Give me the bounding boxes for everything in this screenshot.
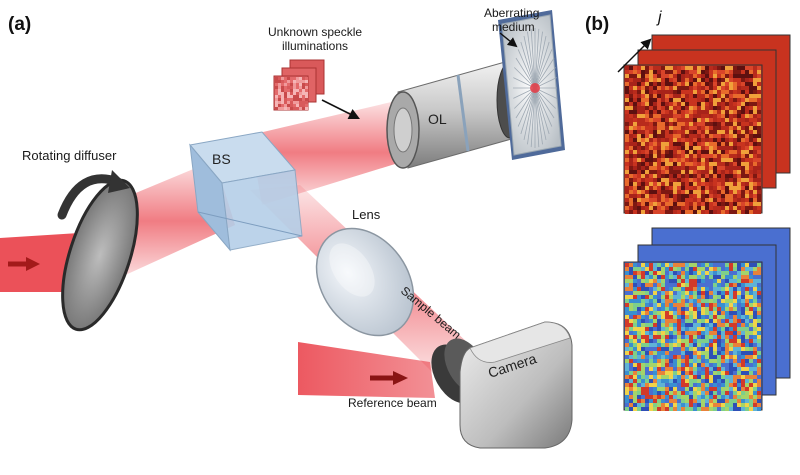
label-aberrating-2: medium bbox=[492, 20, 535, 34]
panel-b-color-stack bbox=[623, 227, 791, 411]
label-bs: BS bbox=[212, 151, 231, 167]
index-arrow bbox=[617, 38, 652, 73]
label-ol: OL bbox=[428, 111, 447, 127]
label-reference-beam: Reference beam bbox=[348, 396, 437, 410]
beam-splitter-cube bbox=[189, 131, 303, 252]
speckle-illuminations-stack bbox=[273, 59, 325, 111]
label-index-j: j bbox=[656, 9, 662, 26]
panel-label-b: (b) bbox=[585, 14, 609, 35]
reference-arrow-icon bbox=[393, 371, 408, 385]
camera bbox=[431, 321, 573, 449]
rotating-diffuser bbox=[57, 170, 139, 332]
speckle-pointer-arrow bbox=[321, 99, 361, 120]
aberrating-medium bbox=[498, 10, 565, 160]
panel-b-red-stack bbox=[623, 34, 791, 214]
label-unknown-speckle-2: illuminations bbox=[282, 39, 348, 53]
label-aberrating-1: Aberrating bbox=[484, 6, 539, 20]
input-arrow-icon bbox=[26, 257, 40, 271]
label-lens: Lens bbox=[352, 207, 381, 222]
label-unknown-speckle-1: Unknown speckle bbox=[268, 25, 362, 39]
lens bbox=[315, 227, 415, 337]
medium-pointer-arrow bbox=[499, 32, 518, 48]
reference-beam bbox=[298, 342, 435, 398]
panel-label-a: (a) bbox=[8, 14, 31, 35]
label-rotating-diffuser: Rotating diffuser bbox=[22, 148, 117, 163]
